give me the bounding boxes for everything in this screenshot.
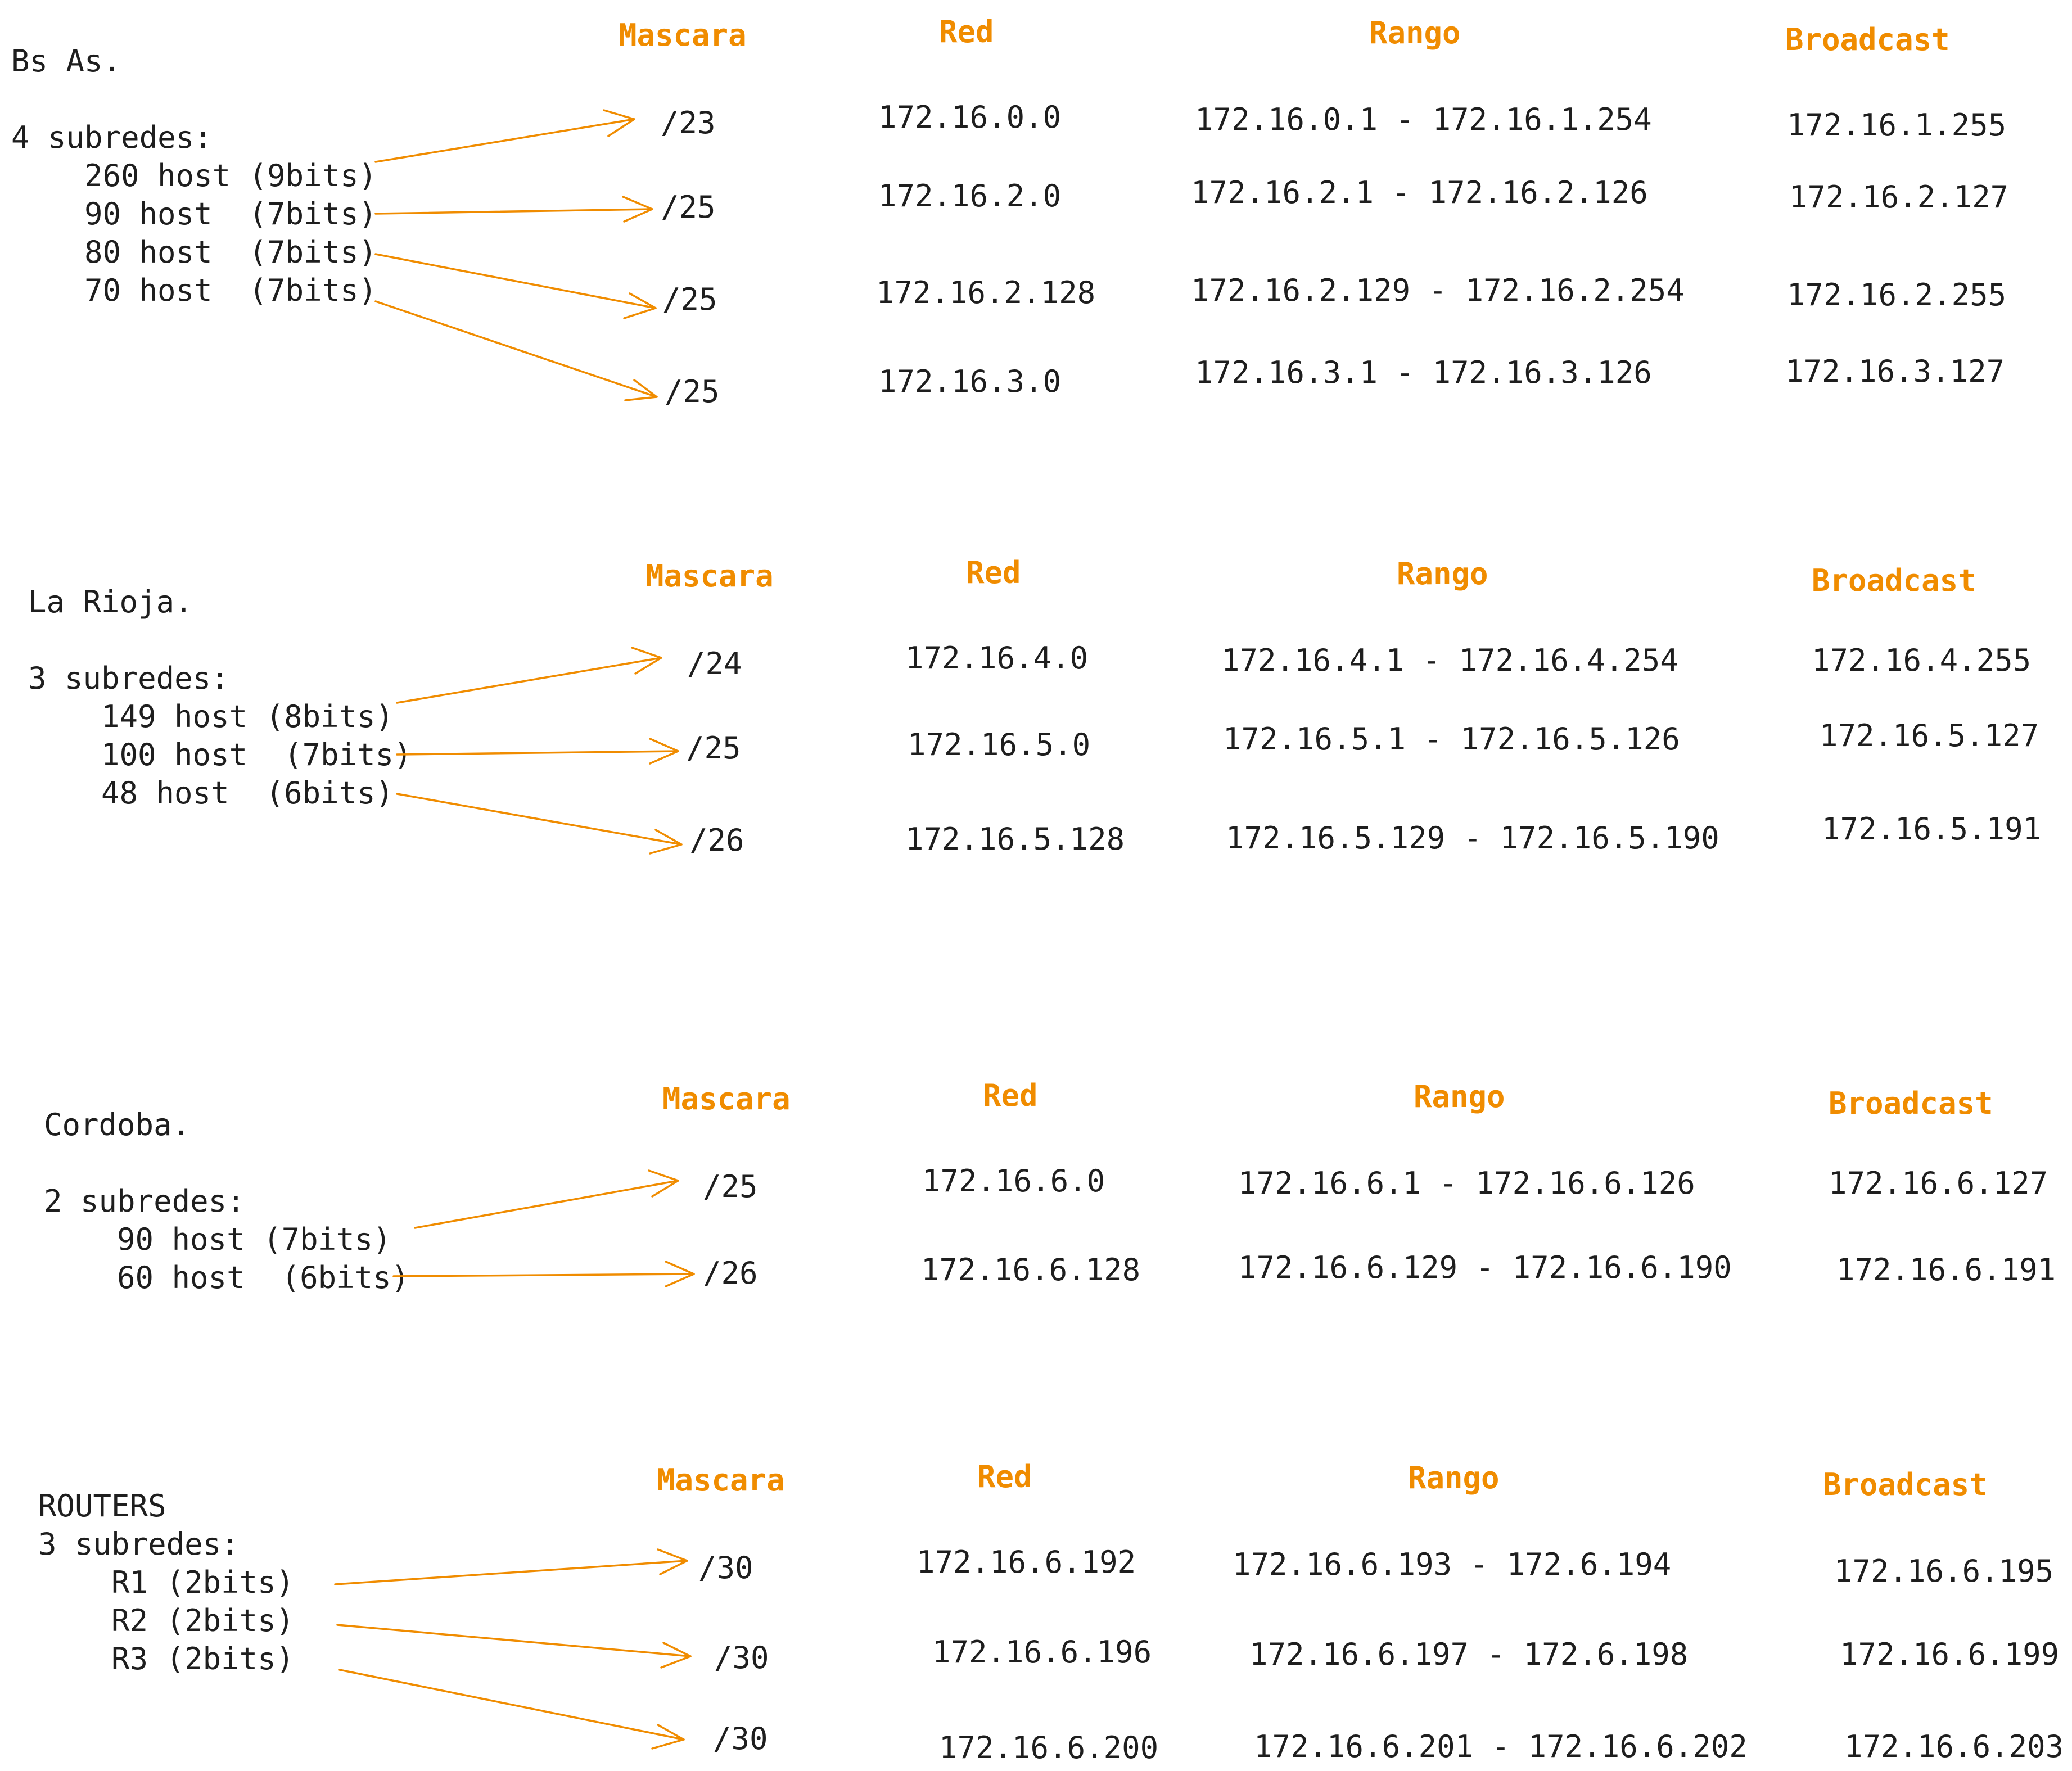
cordoba-subnets-label: 2 subredes: — [44, 1183, 245, 1219]
bsas-host-1: 260 host (9bits) — [84, 158, 377, 193]
cordoba-host-1: 90 host (7bits) — [117, 1222, 391, 1257]
routers-header-broadcast: Broadcast — [1823, 1467, 1988, 1502]
routers-row-2-range: 172.16.6.197 - 172.6.198 — [1249, 1637, 1689, 1672]
arrow-larioja-3 — [396, 793, 683, 855]
cordoba-header-range: Rango — [1414, 1079, 1505, 1114]
routers-row-1-net: 172.16.6.192 — [917, 1544, 1136, 1580]
routers-row-3-mask: /30 — [713, 1721, 768, 1756]
routers-row-1-mask: /30 — [698, 1550, 753, 1585]
routers-row-1-broadcast: 172.16.6.195 — [1834, 1553, 2054, 1589]
bsas-row-1-broadcast: 172.16.1.255 — [1787, 107, 2007, 143]
bsas-row-2-broadcast: 172.16.2.127 — [1789, 179, 2009, 215]
larioja-header-net: Red — [966, 555, 1021, 590]
bsas-host-4: 70 host (7bits) — [84, 273, 377, 308]
bsas-header-net: Red — [939, 14, 994, 49]
cordoba-row-2-broadcast: 172.16.6.191 — [1836, 1252, 2056, 1287]
larioja-header-mask: Mascara — [645, 558, 774, 594]
bsas-row-4-broadcast: 172.16.3.127 — [1785, 354, 2005, 389]
cordoba-row-2-mask: /26 — [703, 1255, 758, 1291]
bsas-row-1-range: 172.16.0.1 - 172.16.1.254 — [1195, 102, 1652, 137]
cordoba-row-1-net: 172.16.6.0 — [922, 1163, 1105, 1199]
arrow-cordoba-2 — [392, 1261, 695, 1287]
bsas-row-2-mask: /25 — [661, 189, 716, 225]
cordoba-row-2-range: 172.16.6.129 - 172.16.6.190 — [1238, 1250, 1732, 1285]
larioja-row-3-net: 172.16.5.128 — [905, 821, 1125, 857]
arrow-bsas-4 — [374, 300, 658, 401]
larioja-host-3: 48 host (6bits) — [101, 775, 394, 811]
cordoba-host-2: 60 host (6bits) — [117, 1260, 410, 1295]
routers-subnets-label: 3 subredes: — [38, 1526, 240, 1562]
routers-row-3-range: 172.16.6.201 - 172.16.6.202 — [1254, 1729, 1748, 1764]
bsas-header-broadcast: Broadcast — [1785, 22, 1950, 57]
bsas-row-4-mask: /25 — [665, 374, 720, 409]
bsas-row-2-net: 172.16.2.0 — [878, 178, 1062, 214]
arrow-larioja-2 — [396, 738, 679, 765]
routers-row-2-mask: /30 — [714, 1640, 769, 1675]
bsas-row-3-mask: /25 — [662, 282, 717, 317]
larioja-title: La Rioja. — [28, 584, 193, 620]
cordoba-header-mask: Mascara — [662, 1081, 791, 1117]
cordoba-title: Cordoba. — [44, 1107, 191, 1142]
bsas-row-2-range: 172.16.2.1 - 172.16.2.126 — [1191, 175, 1648, 210]
routers-row-2-net: 172.16.6.196 — [932, 1634, 1152, 1670]
routers-title: ROUTERS — [38, 1488, 166, 1524]
larioja-row-2-broadcast: 172.16.5.127 — [1820, 718, 2039, 753]
bsas-header-range: Rango — [1369, 15, 1461, 51]
cordoba-row-2-net: 172.16.6.128 — [921, 1252, 1141, 1287]
routers-host-3: R3 (2bits) — [111, 1641, 295, 1677]
larioja-row-1-net: 172.16.4.0 — [905, 640, 1089, 676]
larioja-row-2-net: 172.16.5.0 — [908, 727, 1091, 762]
routers-header-mask: Mascara — [657, 1462, 785, 1498]
bsas-row-4-net: 172.16.3.0 — [878, 364, 1062, 399]
larioja-subnets-label: 3 subredes: — [28, 661, 229, 696]
larioja-row-1-mask: /24 — [687, 646, 742, 681]
routers-host-1: R1 (2bits) — [111, 1565, 295, 1600]
larioja-row-1-broadcast: 172.16.4.255 — [1812, 643, 2032, 678]
bsas-row-4-range: 172.16.3.1 - 172.16.3.126 — [1195, 355, 1652, 390]
routers-row-3-broadcast: 172.16.6.203 — [1844, 1729, 2064, 1764]
larioja-row-1-range: 172.16.4.1 - 172.16.4.254 — [1221, 643, 1678, 678]
arrow-larioja-1 — [396, 647, 662, 704]
routers-row-2-broadcast: 172.16.6.199 — [1840, 1637, 2060, 1672]
larioja-row-2-mask: /25 — [686, 730, 741, 766]
arrow-bsas-2 — [374, 196, 653, 223]
bsas-title: Bs As. — [11, 43, 121, 79]
larioja-header-broadcast: Broadcast — [1812, 563, 1976, 598]
cordoba-header-net: Red — [983, 1078, 1038, 1113]
cordoba-row-1-range: 172.16.6.1 - 172.16.6.126 — [1238, 1165, 1695, 1201]
bsas-subnets-label: 4 subredes: — [11, 120, 213, 155]
cordoba-header-broadcast: Broadcast — [1829, 1086, 1993, 1121]
routers-host-2: R2 (2bits) — [111, 1603, 295, 1638]
larioja-row-3-broadcast: 172.16.5.191 — [1822, 811, 2042, 847]
bsas-row-3-net: 172.16.2.128 — [876, 275, 1096, 310]
bsas-host-2: 90 host (7bits) — [84, 196, 377, 232]
larioja-row-3-range: 172.16.5.129 - 172.16.5.190 — [1226, 820, 1719, 856]
larioja-header-range: Rango — [1397, 556, 1488, 591]
bsas-row-1-net: 172.16.0.0 — [878, 100, 1062, 135]
cordoba-row-1-broadcast: 172.16.6.127 — [1829, 1165, 2048, 1201]
larioja-row-3-mask: /26 — [689, 823, 744, 858]
bsas-host-3: 80 host (7bits) — [84, 234, 377, 270]
larioja-row-2-range: 172.16.5.1 - 172.16.5.126 — [1223, 721, 1680, 757]
arrow-routers-1 — [334, 1548, 688, 1585]
routers-header-net: Red — [977, 1459, 1032, 1494]
cordoba-row-1-mask: /25 — [703, 1169, 758, 1204]
larioja-host-1: 149 host (8bits) — [101, 699, 394, 734]
larioja-host-2: 100 host (7bits) — [101, 737, 412, 772]
arrow-bsas-3 — [374, 253, 657, 319]
arrow-routers-2 — [336, 1624, 692, 1669]
arrow-bsas-1 — [374, 109, 635, 163]
arrow-routers-3 — [338, 1669, 685, 1750]
routers-header-range: Rango — [1408, 1460, 1500, 1496]
bsas-row-3-broadcast: 172.16.2.255 — [1787, 277, 2007, 313]
routers-row-3-net: 172.16.6.200 — [939, 1730, 1159, 1765]
bsas-row-1-mask: /23 — [661, 105, 716, 141]
routers-row-1-range: 172.16.6.193 - 172.6.194 — [1233, 1547, 1672, 1582]
arrow-cordoba-1 — [414, 1169, 679, 1229]
bsas-row-3-range: 172.16.2.129 - 172.16.2.254 — [1191, 273, 1685, 308]
bsas-header-mask: Mascara — [619, 17, 747, 53]
